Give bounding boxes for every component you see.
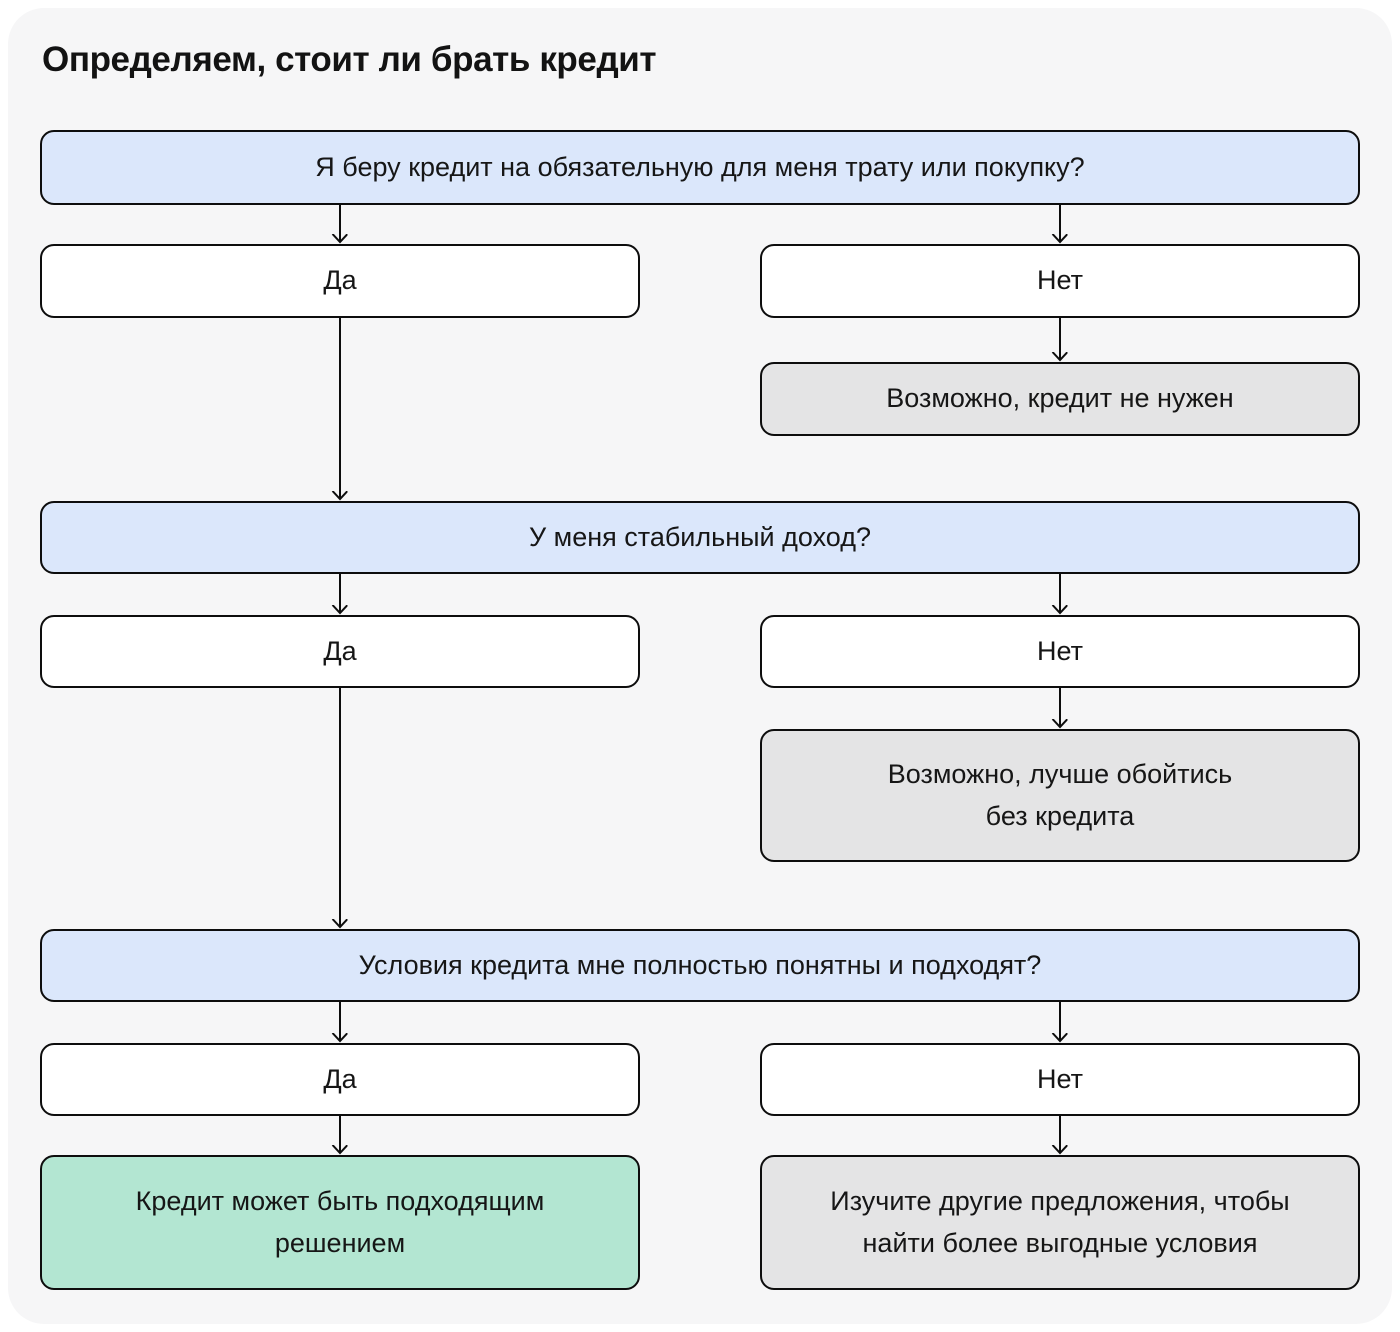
answer-no-1-label: Нет [1037,265,1083,296]
outcome-credit-suitable-box: Кредит может быть подходящим решением [40,1155,640,1290]
outcome-study-other-offers-line-1: Изучите другие предложения, чтобы [830,1186,1290,1217]
outcome-credit-suitable-line-2: решением [274,1227,406,1258]
outcome-better-without-credit-line-2: без кредита [985,800,1135,831]
outcome-no-credit-needed-label: Возможно, кредит не нужен [886,383,1234,414]
answer-no-3-box: Нет [760,1043,1360,1116]
outcome-credit-suitable-line-1: Кредит может быть подходящим [135,1186,545,1217]
answer-yes-1-label: Да [323,265,357,296]
answer-yes-1-box: Да [40,244,640,318]
outcome-better-without-credit-box: Возможно, лучше обойтись без кредита [760,729,1360,862]
outcome-no-credit-needed-box: Возможно, кредит не нужен [760,362,1360,436]
question-1-label: Я беру кредит на обязательную для меня т… [315,151,1085,182]
answer-no-2-label: Нет [1037,635,1083,666]
question-2-label: У меня стабильный доход? [529,521,871,552]
page-title: Определяем, стоит ли брать кредит [42,40,657,79]
outcome-better-without-credit-line-1: Возможно, лучше обойтись [887,759,1233,790]
answer-no-3-label: Нет [1037,1063,1083,1094]
answer-yes-2-box: Да [40,615,640,688]
answer-no-2-box: Нет [760,615,1360,688]
question-1-box: Я беру кредит на обязательную для меня т… [40,130,1360,205]
answer-yes-3-box: Да [40,1043,640,1116]
answer-yes-2-label: Да [323,635,357,666]
outcome-study-other-offers-box: Изучите другие предложения, чтобы найти … [760,1155,1360,1290]
question-3-label: Условия кредита мне полностью понятны и … [358,949,1042,980]
question-3-box: Условия кредита мне полностью понятны и … [40,929,1360,1002]
question-2-box: У меня стабильный доход? [40,501,1360,574]
answer-no-1-box: Нет [760,244,1360,318]
outcome-study-other-offers-line-2: найти более выгодные условия [862,1227,1258,1258]
answer-yes-3-label: Да [323,1063,357,1094]
